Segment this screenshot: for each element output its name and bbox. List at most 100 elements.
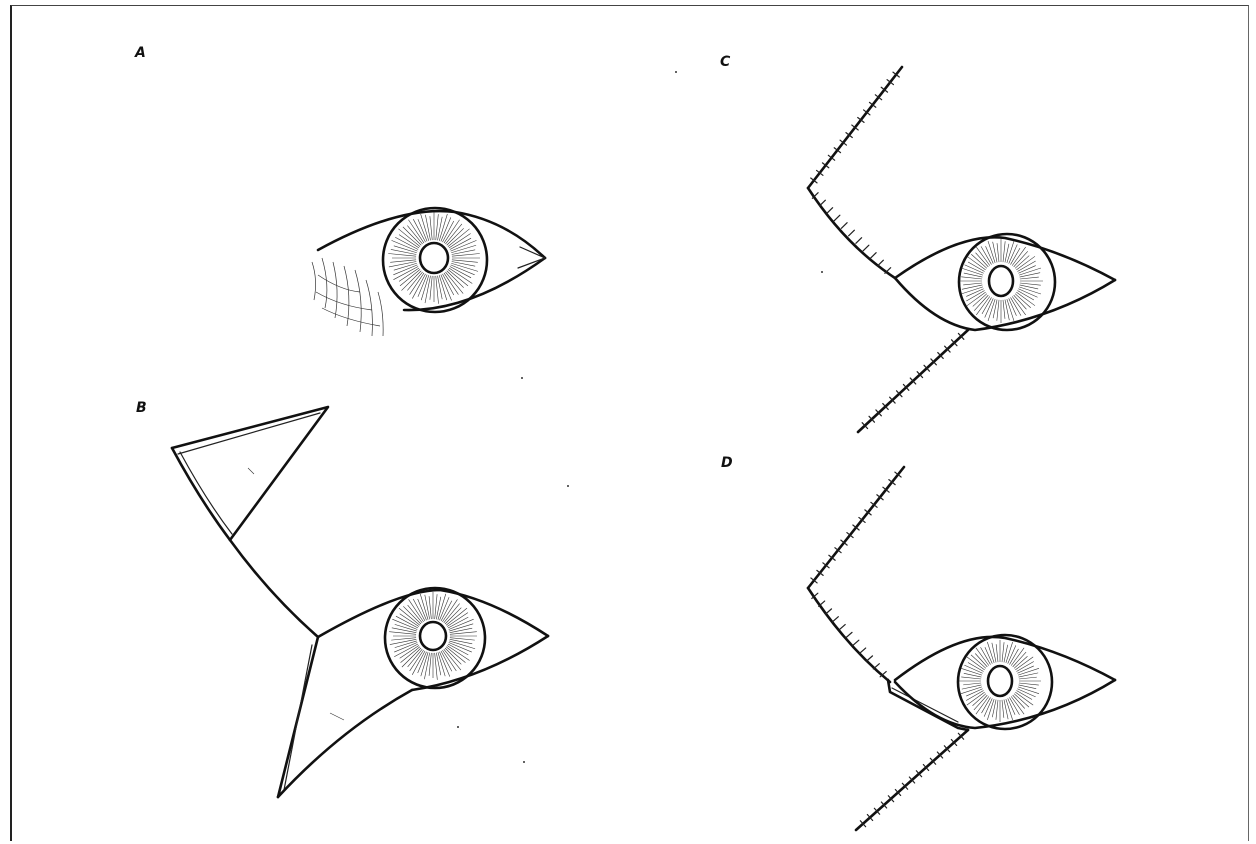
- panel-b-tick-mark: [248, 468, 254, 474]
- iris-striation: [961, 677, 981, 679]
- iris-striation: [408, 220, 424, 243]
- panel-d-iris-rays: [959, 640, 1041, 722]
- panel-b-drawing: [172, 407, 548, 797]
- iris-striation: [399, 235, 419, 248]
- iris-striation: [962, 285, 983, 289]
- iris-striation: [439, 214, 447, 241]
- iris-striation: [438, 276, 443, 300]
- suture-tick: [860, 648, 866, 653]
- panel-b-tick-mark-2: [330, 713, 344, 720]
- iris-striation: [391, 638, 416, 640]
- iris-striation: [997, 300, 999, 321]
- iris-striation: [391, 249, 417, 254]
- iris-striation: [435, 594, 437, 619]
- iris-striation: [407, 226, 422, 245]
- suture-tick: [873, 664, 879, 669]
- suture-tick: [827, 208, 833, 214]
- suture-tick: [841, 223, 847, 229]
- iris-striation: [448, 229, 470, 247]
- iris-striation: [1002, 700, 1004, 718]
- iris-striation: [451, 263, 478, 271]
- iris-striation: [438, 652, 445, 676]
- panel-c-iris: [959, 234, 1055, 330]
- iris-striation: [997, 243, 999, 262]
- suture-tick: [834, 215, 840, 221]
- panel-b-lower-lid: [412, 636, 548, 690]
- panel-b-iris: [385, 588, 485, 688]
- panel-b-pupil: [420, 622, 446, 650]
- iris-striation: [1005, 300, 1009, 321]
- suture-tick: [878, 260, 884, 266]
- suture-tick: [820, 200, 826, 206]
- iris-striation: [1020, 277, 1039, 279]
- iris-striation: [1003, 241, 1005, 262]
- suture-tick: [825, 609, 831, 614]
- suture-tick: [849, 230, 855, 236]
- paper-specks: [457, 71, 823, 763]
- panel-a-lateral-line: [518, 247, 545, 268]
- panel-a-pupil: [420, 243, 448, 273]
- panel-d-flap-inner: [892, 688, 958, 722]
- iris-striation: [996, 644, 998, 662]
- panel-c-pupil: [989, 266, 1013, 296]
- iris-striation: [449, 268, 472, 284]
- iris-striation: [452, 262, 476, 267]
- suture-tick: [863, 245, 869, 251]
- iris-striation: [447, 645, 469, 660]
- iris-striation: [436, 214, 439, 240]
- iris-striation: [446, 608, 467, 625]
- iris-striation: [421, 652, 428, 676]
- panel-d-pupil: [988, 666, 1012, 696]
- iris-striation: [429, 596, 431, 619]
- panel-a-drawing: [312, 208, 545, 336]
- iris-striation: [445, 608, 461, 624]
- iris-striation: [1003, 300, 1005, 319]
- iris-striation: [992, 643, 996, 663]
- iris-striation: [1004, 700, 1008, 720]
- iris-striation: [444, 220, 460, 243]
- iris-striation: [444, 649, 461, 670]
- iris-striation: [430, 216, 432, 240]
- iris-striation: [399, 608, 420, 625]
- iris-striation: [1005, 244, 1009, 263]
- iris-striation: [1019, 673, 1039, 677]
- iris-striation: [429, 653, 431, 676]
- iris-striation: [450, 628, 473, 632]
- panel-a-iris-rays: [388, 212, 480, 304]
- panel-b-lower-curve: [278, 690, 412, 797]
- panel-d-drawing: [808, 467, 1115, 830]
- panel-c-lower-lid: [895, 278, 1115, 330]
- suture-tick: [846, 632, 852, 637]
- iris-striation: [452, 250, 476, 255]
- iris-striation: [449, 624, 473, 631]
- suture-tick: [856, 238, 862, 244]
- iris-striation: [409, 599, 424, 621]
- iris-striation: [430, 276, 432, 300]
- iris-striation: [445, 272, 463, 294]
- iris-striation: [425, 215, 430, 241]
- iris-striation: [442, 599, 457, 621]
- suture-tick: [870, 253, 876, 259]
- iris-striation: [993, 300, 997, 319]
- iris-striation: [1020, 283, 1041, 285]
- iris-striation: [963, 283, 982, 285]
- iris-striation: [450, 638, 475, 640]
- iris-striation: [1020, 285, 1039, 289]
- iris-striation: [993, 242, 997, 263]
- panel-a-iris: [383, 208, 487, 312]
- panel-c-iris-rays: [959, 239, 1043, 323]
- panel-b-flap-outer: [172, 407, 328, 540]
- panel-c-drawing: [808, 67, 1115, 432]
- iris-striation: [436, 653, 440, 676]
- iris-striation: [425, 595, 430, 620]
- iris-striation: [399, 268, 419, 281]
- panel-a-defect-hatching: [312, 258, 383, 336]
- suture-tick: [839, 625, 845, 630]
- iris-striation: [963, 683, 981, 685]
- suture-tick: [832, 617, 838, 622]
- iris-striation: [1020, 273, 1041, 277]
- panel-b-flap-left: [172, 448, 230, 540]
- iris-striation: [450, 639, 473, 643]
